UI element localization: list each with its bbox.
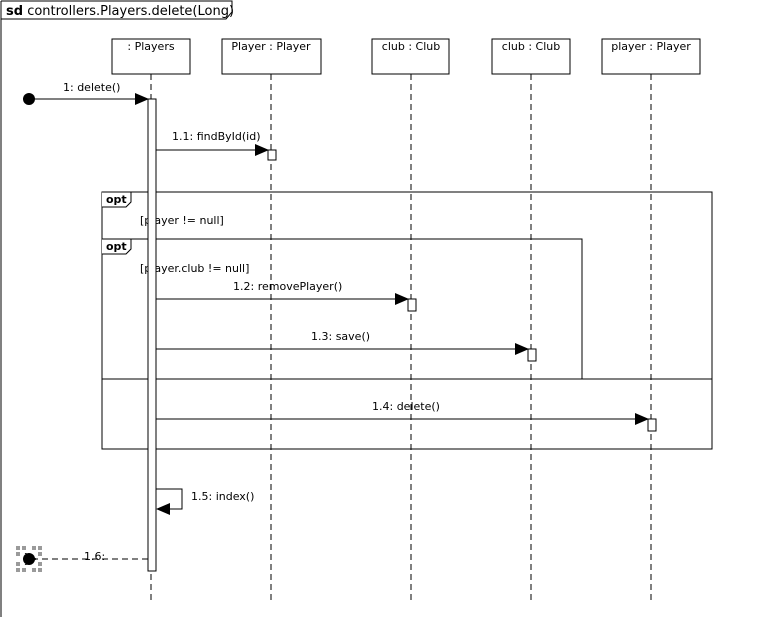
selection-handles bbox=[16, 546, 42, 572]
message-remove-player[interactable]: 1.2: removePlayer() bbox=[156, 280, 409, 305]
return-gate-endpoint[interactable] bbox=[16, 546, 42, 572]
lifeline-label: club : Club bbox=[502, 40, 560, 53]
found-message-dot bbox=[23, 93, 35, 105]
message-label: 1.4: delete() bbox=[372, 400, 440, 413]
message-index-self-call[interactable]: 1.5: index() bbox=[156, 488, 254, 515]
lifeline-club-2[interactable]: club : Club bbox=[491, 38, 571, 75]
lifeline-player-class[interactable]: Player : Player bbox=[221, 38, 322, 75]
lifeline-player-instance[interactable]: player : Player bbox=[601, 38, 701, 75]
fragment-keyword: opt bbox=[106, 240, 127, 253]
frame-title: sd controllers.Players.delete(Long) bbox=[6, 4, 234, 19]
lifeline-label: Player : Player bbox=[231, 40, 311, 53]
activation-bar bbox=[647, 418, 657, 432]
message-label: 1.5: index() bbox=[191, 490, 254, 503]
activation-bar bbox=[527, 348, 537, 362]
fragment-keyword: opt bbox=[106, 193, 127, 206]
activation-bar bbox=[147, 98, 157, 572]
message-find-by-id[interactable]: 1.1: findById(id) bbox=[156, 130, 269, 156]
message-label: 1.2: removePlayer() bbox=[233, 280, 342, 293]
opt-fragment-inner: opt [player.club != null] bbox=[101, 238, 583, 380]
activation-bar bbox=[407, 298, 417, 312]
message-label: 1.1: findById(id) bbox=[172, 130, 260, 143]
fragment-guard: [player != null] bbox=[140, 214, 224, 227]
fragment-guard: [player.club != null] bbox=[140, 262, 249, 275]
message-label: 1.6: bbox=[84, 550, 105, 563]
messages: 1: delete() 1.1: findById(id) 1.2: remov… bbox=[35, 81, 649, 563]
activation-bar bbox=[267, 149, 277, 161]
message-return[interactable]: 1.6: bbox=[36, 550, 148, 563]
lifeline-label: : Players bbox=[127, 40, 174, 53]
sd-frame: sd controllers.Players.delete(Long) bbox=[0, 0, 234, 617]
message-label: 1: delete() bbox=[63, 81, 120, 94]
activations bbox=[147, 98, 657, 572]
lifeline-label: player : Player bbox=[611, 40, 691, 53]
message-label: 1.3: save() bbox=[311, 330, 370, 343]
lifeline-heads: : Players Player : Player club : Club cl… bbox=[111, 38, 701, 75]
message-delete-player[interactable]: 1.4: delete() bbox=[156, 400, 649, 425]
lifeline-label: club : Club bbox=[382, 40, 440, 53]
message-delete[interactable]: 1: delete() bbox=[35, 81, 149, 105]
frame-tab bbox=[1, 0, 233, 20]
return-gate-dot bbox=[23, 553, 35, 565]
lifeline-players-controller[interactable]: : Players bbox=[111, 38, 191, 75]
message-save[interactable]: 1.3: save() bbox=[156, 330, 529, 355]
lifeline-club-1[interactable]: club : Club bbox=[371, 38, 450, 75]
lifeline-lines bbox=[150, 74, 652, 600]
